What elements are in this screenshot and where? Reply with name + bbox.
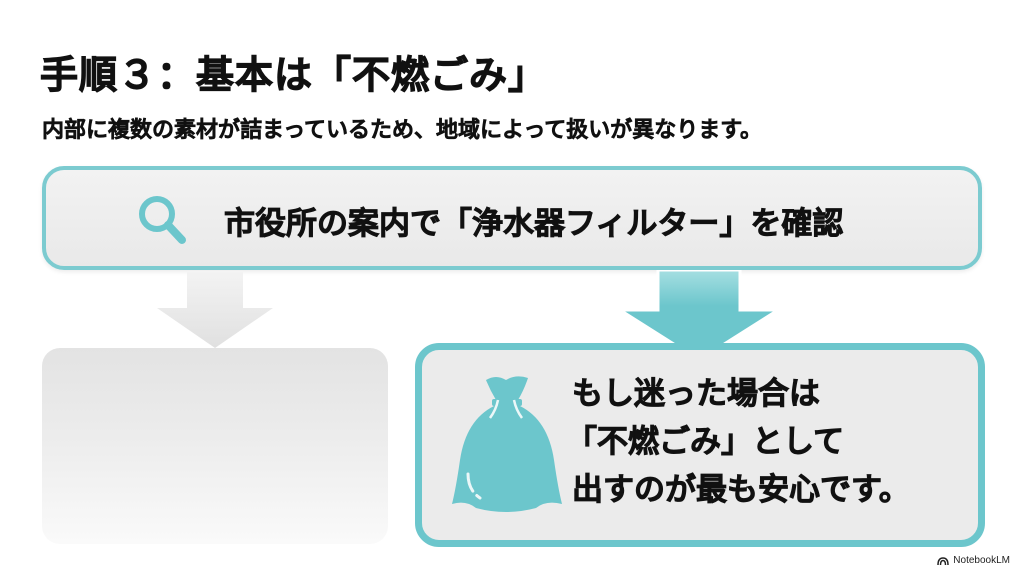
recommendation-text: もし迷った場合は 「不燃ごみ」として 出すのが最も安心です。 [566, 370, 911, 514]
watermark-text: NotebookLM [953, 555, 1010, 566]
garbage-bag-icon [452, 376, 562, 512]
notebooklm-logo-icon [937, 556, 950, 565]
watermark: NotebookLM [937, 555, 1010, 566]
arrow-down-icon [157, 272, 273, 348]
recommendation-line-3: 出すのが最も安心です。 [572, 472, 911, 509]
search-icon [139, 196, 186, 244]
faded-option-box [42, 348, 388, 544]
check-guide-box: 市役所の案内で「浄水器フィルター」を確認 [42, 166, 982, 270]
page-subtitle: 内部に複数の素材が詰まっているため、地域によって扱いが異なります。 [42, 118, 763, 144]
recommendation-line-1: もし迷った場合は [572, 376, 821, 413]
check-guide-text: 市役所の案内で「浄水器フィルター」を確認 [224, 206, 844, 243]
recommendation-box: もし迷った場合は 「不燃ごみ」として 出すのが最も安心です。 [415, 343, 985, 547]
arrow-down-icon [618, 270, 780, 362]
page-title: 手順３：基本は「不燃ごみ」 [39, 53, 548, 98]
recommendation-line-2: 「不燃ごみ」として [566, 424, 845, 461]
